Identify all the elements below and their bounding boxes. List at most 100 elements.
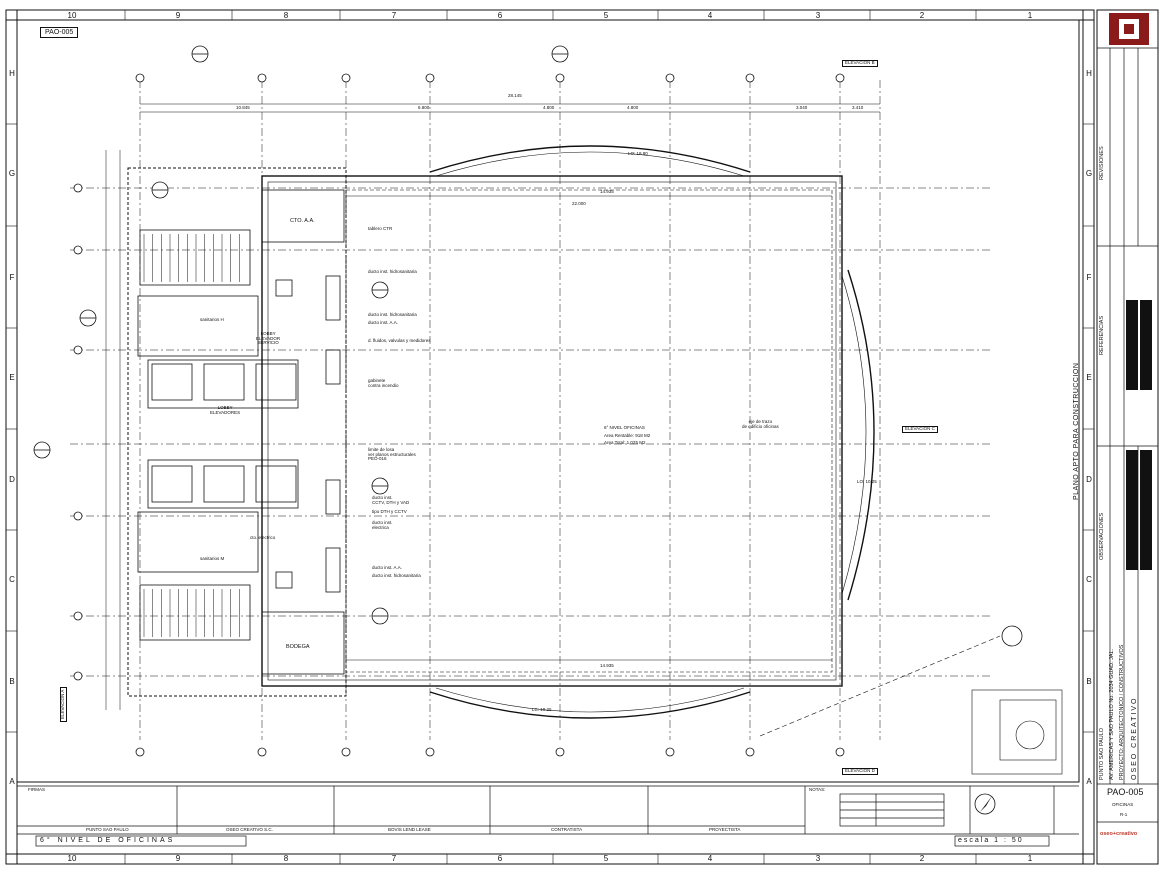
note-ducto-hidro-2: ducto inst. hidrosanitaria	[368, 312, 417, 317]
room-lobby-elevadores: LOBBY ELEVADORES	[210, 405, 241, 415]
note-ducto-electrica: ducto inst. electrica	[372, 520, 393, 530]
grid-row-label: B	[1086, 677, 1092, 686]
note-ducto-hidro-3: ducto inst. hidrosanitaria	[372, 573, 421, 578]
grid-row-label: H	[1086, 69, 1092, 78]
grid-bubble	[73, 611, 83, 621]
room-lobby-servicio: LOBBY ELEVADOR SERVICIO	[256, 331, 281, 345]
brand-name: oseo+creativo	[1100, 831, 1138, 837]
grid-bubble	[835, 73, 845, 83]
dim-2: 6.800	[418, 105, 430, 110]
dim-5: 3.040	[796, 105, 808, 110]
elevation-bottom-label: ELEVACION D	[842, 768, 878, 775]
grid-row-label: E	[9, 373, 15, 382]
grid-row-label: A	[9, 777, 15, 786]
oseo-logo	[1101, 12, 1156, 46]
grid-row-label: B	[9, 677, 15, 686]
firmas-label: FIRMAS	[28, 787, 46, 792]
room-cto-electrico: cto. electrico	[250, 535, 276, 540]
arc-length-top: LO: 18.80	[628, 151, 648, 156]
grid-bubble	[341, 73, 351, 83]
notas-label: NOTAS:	[809, 787, 826, 792]
revision-code: R-1	[1120, 812, 1128, 817]
grid-row-label: D	[1086, 475, 1092, 484]
note-tablero: tablero CTR	[368, 226, 393, 231]
grid-column-label: 7	[391, 854, 397, 863]
dim-4: 4.800	[627, 105, 639, 110]
room-sanitarios-m: sanitarios M	[200, 556, 225, 561]
signature-2: OSEO CREATIVO S.C.	[226, 827, 273, 832]
grid-column-label: 7	[391, 11, 397, 20]
dim-1: 10.845	[236, 105, 250, 110]
grid-bubble	[555, 73, 565, 83]
grid-column-label: 10	[67, 854, 77, 863]
grid-column-label: 6	[497, 854, 503, 863]
grid-bubble	[555, 747, 565, 757]
dim-3: 4.800	[543, 105, 555, 110]
signature-1: PUNTO SAO PAULO	[86, 827, 129, 832]
area-total: Area Total: 1,025 M2	[604, 440, 646, 445]
revisiones-label: REVISIONES	[1099, 146, 1105, 180]
grid-column-label: 5	[603, 854, 609, 863]
elevation-left-label: ELEVACION A	[60, 686, 67, 722]
grid-bubble	[425, 73, 435, 83]
grid-row-label: C	[1086, 575, 1092, 584]
drawing-scale: escala 1 : 50	[958, 837, 1024, 844]
elevation-right-label: ELEVACION C	[902, 426, 938, 433]
grid-column-label: 8	[283, 11, 289, 20]
note-limite-losa: limite de losa ver planos estructurales …	[368, 447, 416, 461]
grid-column-label: 3	[815, 854, 821, 863]
note-ducto-cctv: ducto inst. CCTV, DTH y VAD	[372, 495, 410, 505]
signature-4: CONTRATISTA	[551, 827, 583, 832]
project-line-1: PUNTO SAO PAULO	[1099, 727, 1105, 780]
grid-row-label: D	[9, 475, 15, 484]
arc-length-right: LO: 10.25	[857, 479, 877, 484]
project-line-4: OSEO CREATIVO	[1131, 696, 1138, 780]
referencias-label: REFERENCIAS	[1099, 315, 1105, 355]
room-cto-aa: CTO. A.A.	[290, 218, 315, 224]
room-sanitarios-h: sanitarios H	[200, 317, 224, 322]
grid-column-label: 6	[497, 11, 503, 20]
dim-inner-top-2: 14.935	[600, 189, 614, 194]
grid-column-label: 8	[283, 854, 289, 863]
grid-bubble	[665, 73, 675, 83]
sheet-number: PAO-005	[1107, 787, 1144, 797]
elevation-top-label: ELEVACION B	[842, 60, 878, 67]
oficinas-label: OFICINAS	[1112, 802, 1134, 807]
grid-row-label: F	[1086, 273, 1092, 282]
drawing-title: 6° NIVEL DE OFICINAS	[40, 837, 176, 844]
grid-column-label: 1	[1027, 854, 1033, 863]
note-ducto-hidro-1: ducto inst. hidrosanitaria	[368, 269, 417, 274]
note-tipo-dth: tipo DTH y CCTV	[372, 509, 407, 514]
grid-row-label: C	[9, 575, 15, 584]
dim-overall: 28.145	[508, 93, 522, 98]
grid-column-label: 5	[603, 11, 609, 20]
note-fluidos: d. fluidos, valvulas y medidores	[368, 338, 431, 343]
grid-bubble	[665, 747, 675, 757]
signature-5: PROYECTISTA	[709, 827, 741, 832]
grid-bubble	[73, 671, 83, 681]
dim-6: 3.410	[852, 105, 864, 110]
sheet-code-top: PAO-005	[40, 27, 79, 38]
room-oficinas: 6° NIVEL OFICINAS	[604, 425, 645, 430]
grid-row-label: A	[1086, 777, 1092, 786]
grid-bubble	[257, 747, 267, 757]
grid-bubble	[73, 345, 83, 355]
room-bodega: BODEGA	[286, 644, 310, 650]
signature-3: BOVIS LEND LEASE	[388, 827, 431, 832]
grid-column-label: 9	[175, 854, 181, 863]
grid-column-label: 2	[919, 11, 925, 20]
note-ducto-aa-1: ducto inst. A.A.	[368, 320, 399, 325]
grid-bubble	[135, 73, 145, 83]
grid-row-label: E	[1086, 373, 1092, 382]
note-eje-trazo: eje de trazo de edificio oficinas	[742, 419, 779, 429]
grid-bubble	[745, 747, 755, 757]
project-line-2: AV. AMERICAS Y SAO PAULO No. 2034 GUAD. …	[1109, 648, 1115, 780]
grid-column-label: 9	[175, 11, 181, 20]
note-ducto-aa-2: ducto inst. A.A.	[372, 565, 403, 570]
grid-column-label: 1	[1027, 11, 1033, 20]
dim-inner-bottom: 14.935	[600, 663, 614, 668]
arc-length-bottom: LC: 10.25	[532, 707, 552, 712]
grid-column-label: 10	[67, 11, 77, 20]
logo-mark-icon	[1108, 13, 1149, 45]
